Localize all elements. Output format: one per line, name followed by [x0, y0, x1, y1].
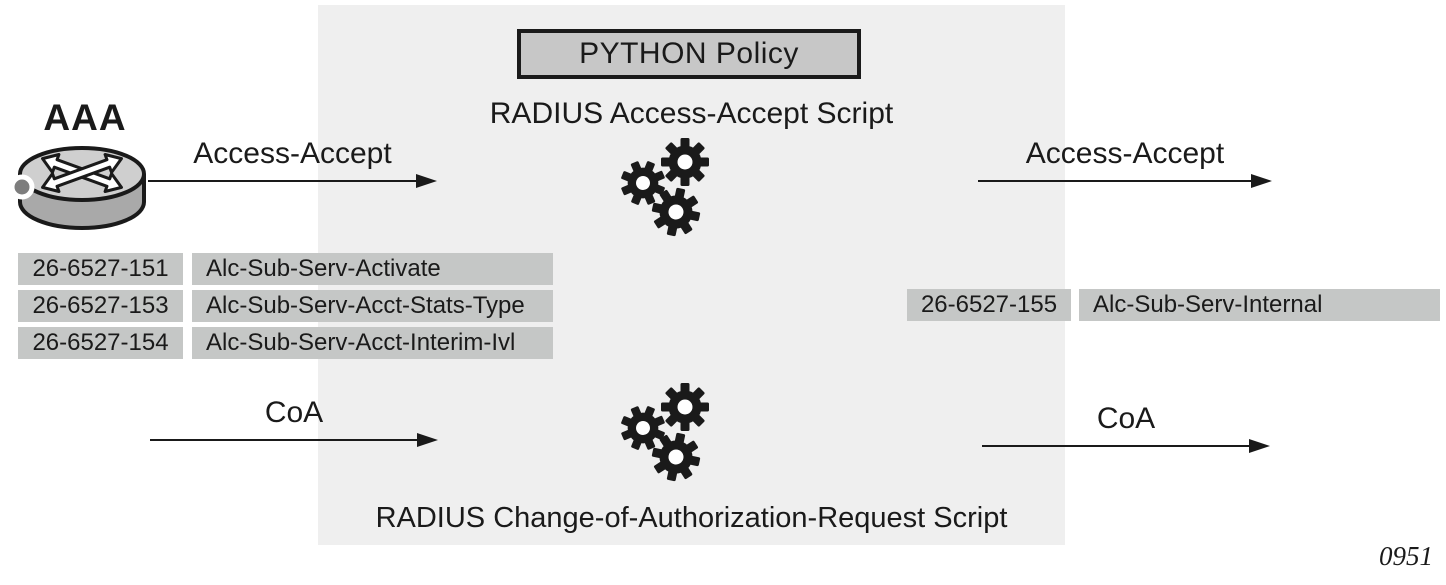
coa-request-script-title: RADIUS Change-of-Authorization-Request S… [375, 502, 1008, 534]
attribute-code-cell: 26-6527-153 [18, 290, 183, 322]
attribute-code-cell: 26-6527-151 [18, 253, 183, 285]
arrow-head-icon [416, 174, 437, 188]
coa-arrow-left [150, 433, 438, 447]
coa-label-right: CoA [1096, 402, 1156, 435]
coa-label-left: CoA [264, 396, 324, 429]
attribute-name-cell: Alc-Sub-Serv-Activate [192, 253, 553, 285]
coa-arrow-right [982, 439, 1270, 453]
access-accept-label-right: Access-Accept [1025, 137, 1225, 170]
access-accept-label-left: Access-Accept [193, 137, 392, 170]
attribute-name-cell: Alc-Sub-Serv-Acct-Stats-Type [192, 290, 553, 322]
attribute-code-cell: 26-6527-154 [18, 327, 183, 359]
attribute-name-cell: Alc-Sub-Serv-Internal [1079, 289, 1440, 321]
python-policy-label: PYTHON Policy [579, 37, 799, 70]
arrow-head-icon [417, 433, 438, 447]
aaa-router-icon [12, 146, 146, 230]
arrow-head-icon [1251, 174, 1272, 188]
access-accept-arrow-right [978, 174, 1272, 188]
arrow-shaft [148, 180, 421, 182]
attribute-code-cell: 26-6527-155 [907, 289, 1071, 321]
figure-number: 0951 [1379, 541, 1433, 571]
arrow-shaft [978, 180, 1256, 182]
script-gears-icon [612, 130, 724, 248]
python-policy-box: PYTHON Policy [517, 29, 861, 79]
access-accept-script-title: RADIUS Access-Accept Script [489, 97, 894, 130]
arrow-head-icon [1249, 439, 1270, 453]
arrow-shaft [982, 445, 1254, 447]
attribute-name-cell: Alc-Sub-Serv-Acct-Interim-Ivl [192, 327, 553, 359]
aaa-server-label: AAA [43, 97, 127, 138]
access-accept-arrow-left [148, 174, 437, 188]
script-gears-icon [612, 375, 724, 493]
arrow-shaft [150, 439, 422, 441]
